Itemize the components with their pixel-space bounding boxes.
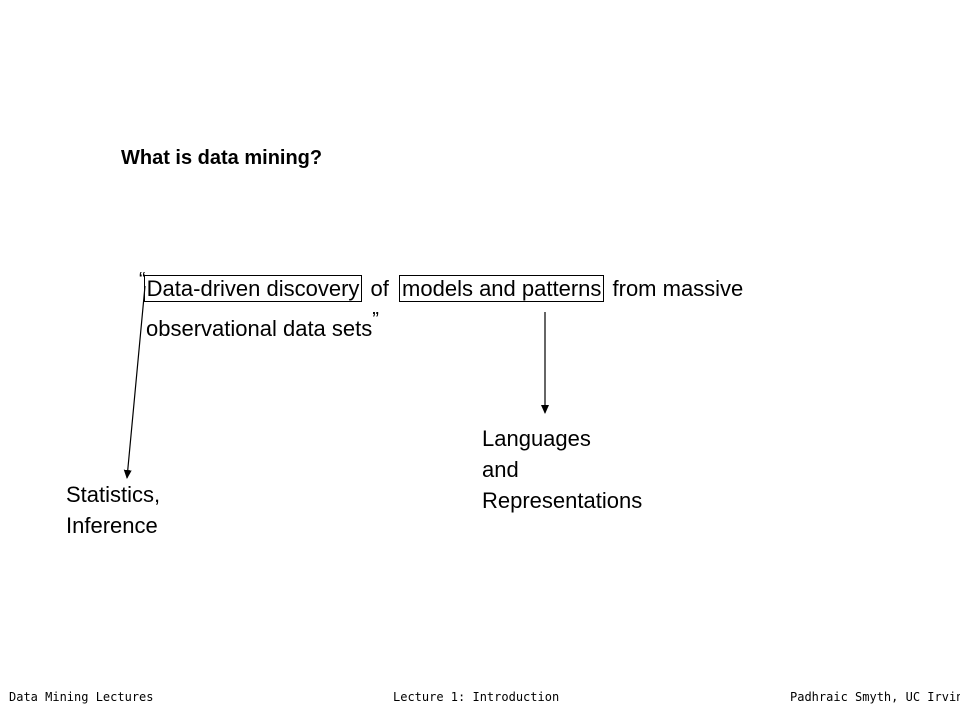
label-line: Statistics, — [66, 482, 161, 507]
arrow-discovery-to-statistics — [123, 285, 146, 479]
open-quote-mark: “ — [139, 269, 146, 291]
close-quote-mark: ” — [372, 309, 379, 331]
label-line: Languages — [482, 426, 591, 451]
quote-line-2: observational data sets” — [146, 309, 379, 342]
label-line: Inference — [66, 513, 158, 538]
label-line: and — [482, 457, 519, 482]
label-statistics-inference: Statistics, Inference — [66, 479, 160, 541]
boxed-phrase-discovery: Data-driven discovery — [143, 275, 363, 302]
boxed-phrase-models: models and patterns — [399, 275, 605, 302]
slide-title: What is data mining? — [121, 147, 323, 169]
label-line: Representations — [482, 488, 643, 513]
quote-text-line-2: observational data sets — [146, 316, 373, 341]
quote-line-1: “Data-driven discovery of models and pat… — [139, 269, 744, 302]
footer-lecture: Lecture 1: Introduction — [393, 690, 560, 704]
quote-text-from-massive: from massive — [612, 276, 744, 301]
quote-word-of: of — [370, 276, 389, 301]
footer-author: Padhraic Smyth, UC Irvine — [790, 690, 960, 704]
footer-course: Data Mining Lectures — [9, 690, 154, 704]
label-languages-representations: Languages and Representations — [482, 423, 642, 516]
